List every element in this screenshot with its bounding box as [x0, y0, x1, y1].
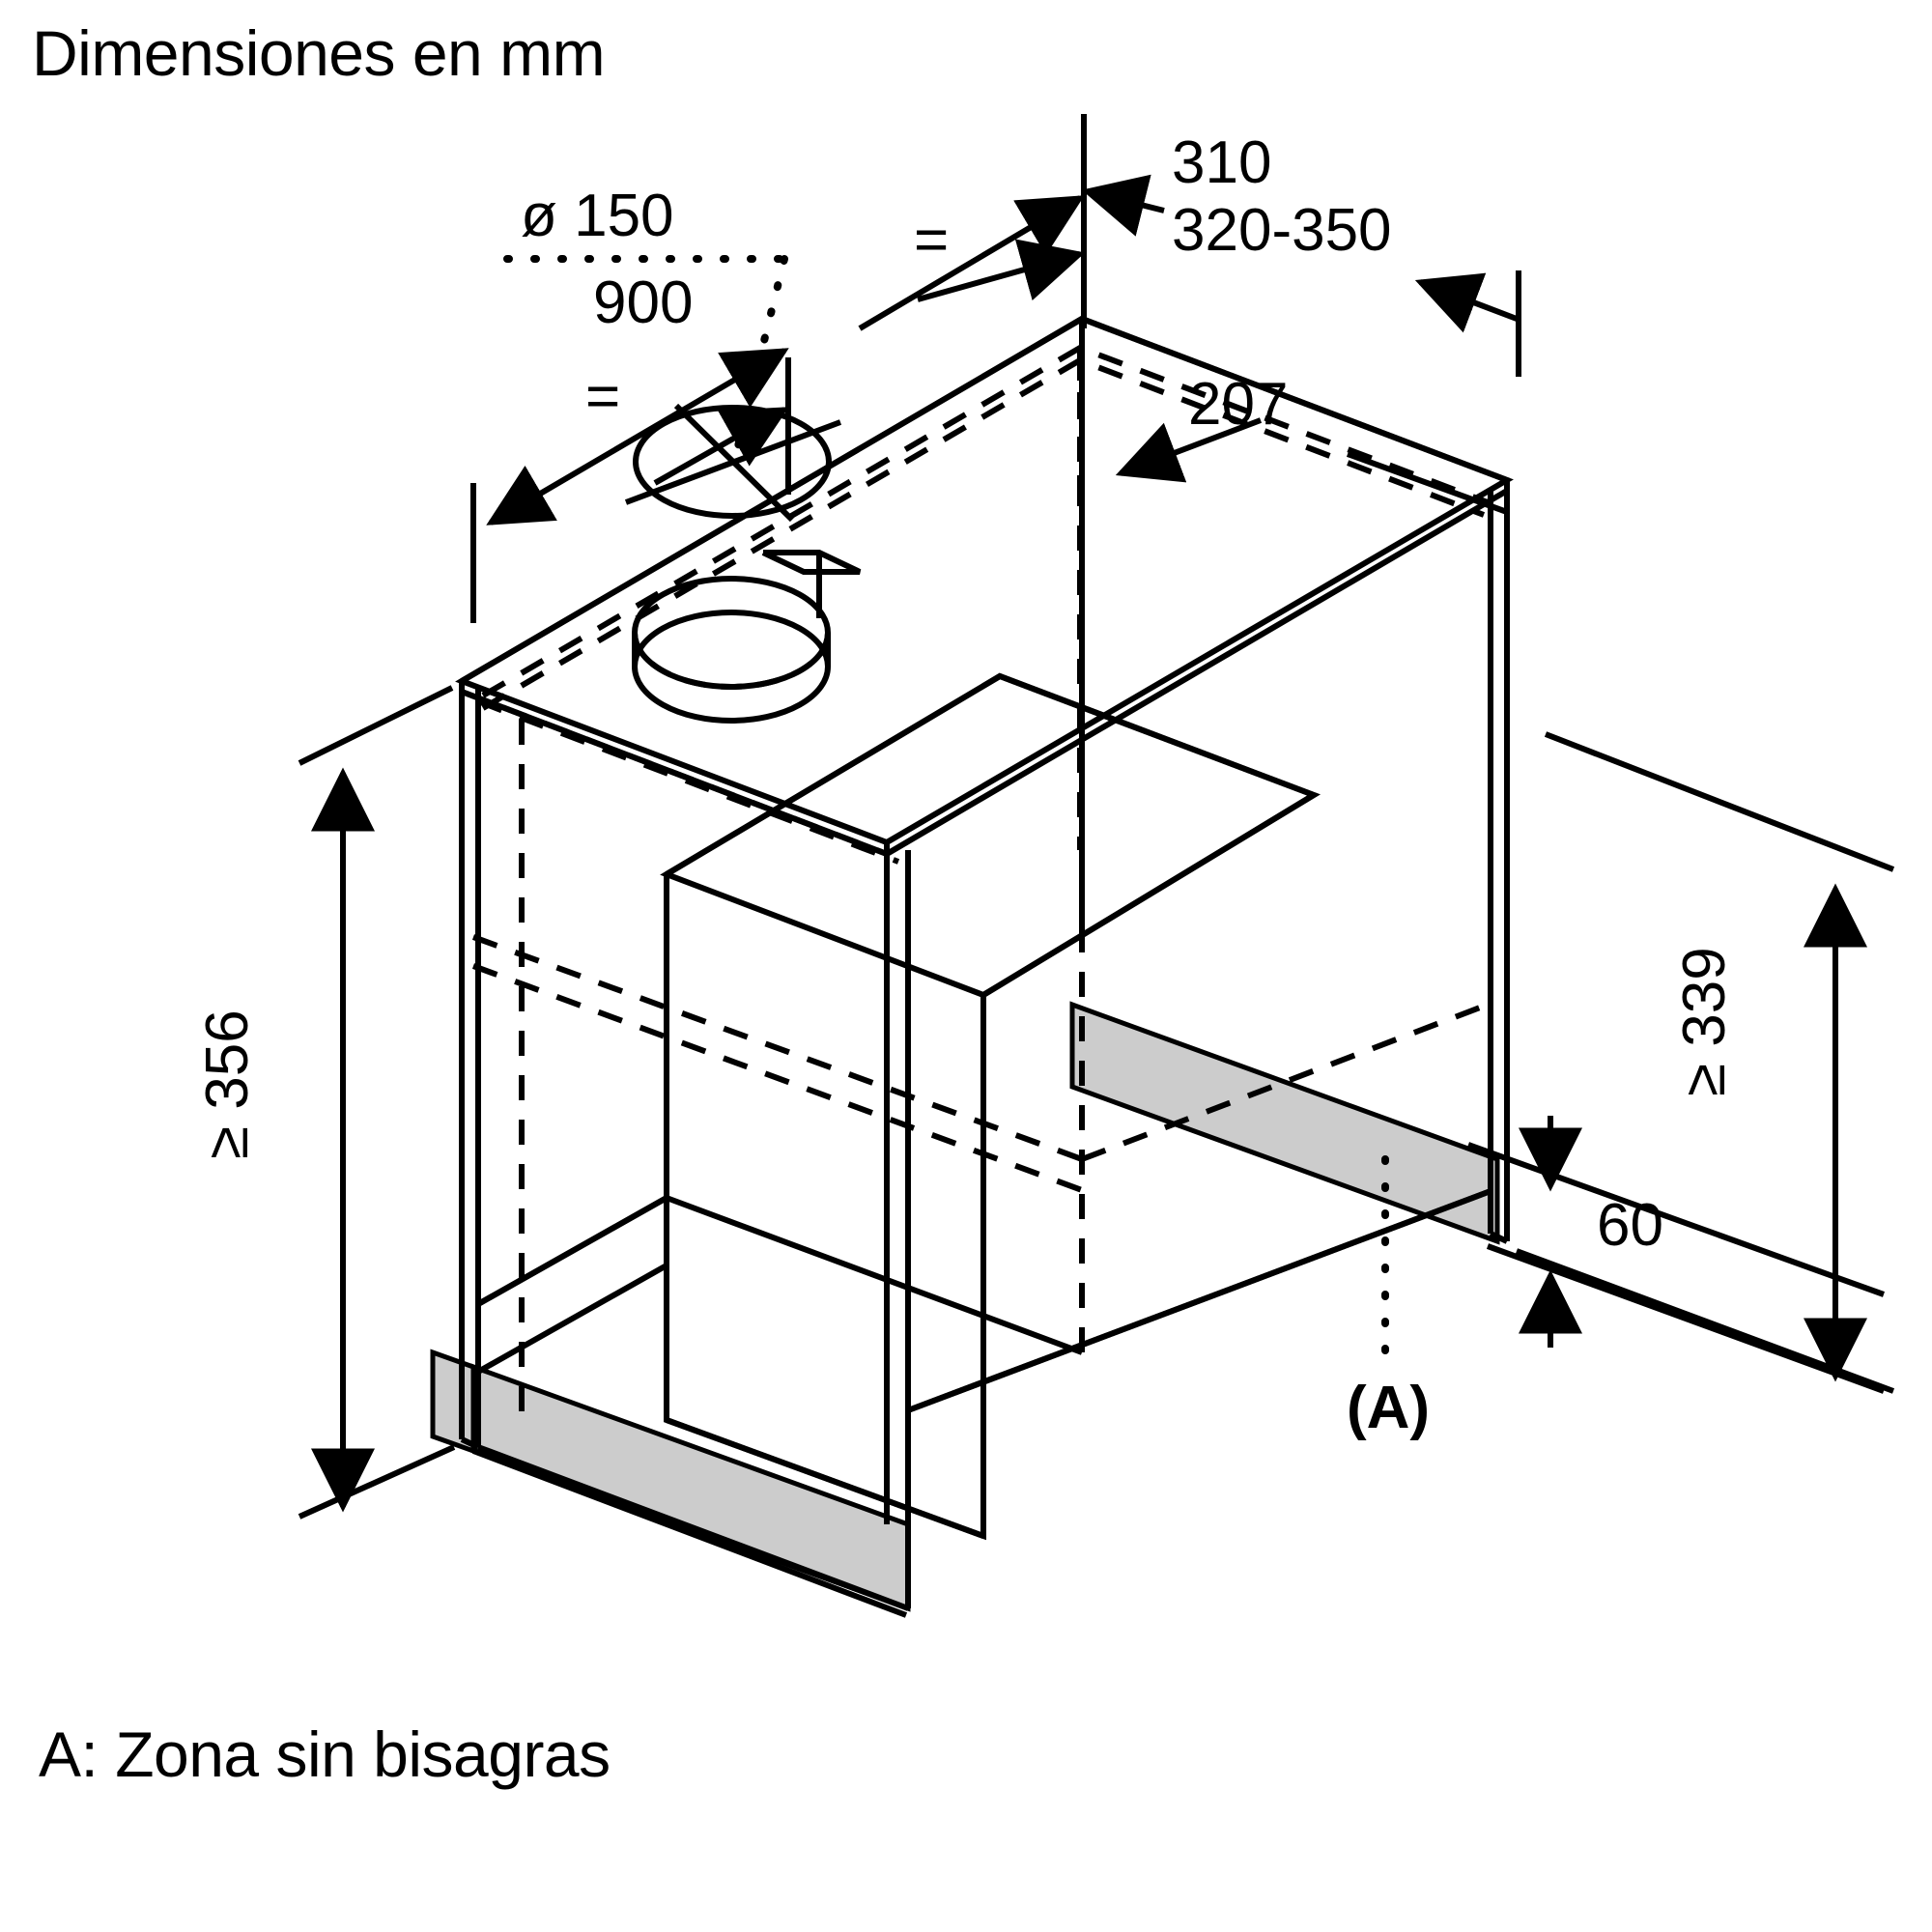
hidden-left-diagonal [460, 689, 889, 857]
dimension-front-depth: 310 [1172, 129, 1272, 196]
dim-356-ext-top [298, 685, 454, 766]
zone-a-panel-bottom [470, 1363, 911, 1612]
hidden-cavity-right [1080, 1002, 1490, 1162]
dimension-cabinet-inner-height: ≥ 356 [194, 1009, 261, 1159]
zone-a-panel-bottom-return [430, 1349, 476, 1455]
hood-body-front-bottom [665, 1417, 985, 1539]
dimension-cabinet-width: 900 [593, 270, 694, 336]
inner-opening-front [665, 672, 1321, 998]
dim-60-ext-bottom [1486, 1243, 1886, 1394]
hidden-edges-dashed [460, 344, 1490, 1420]
dim-900-right-lower [917, 239, 1086, 302]
dimension-duct-offset: 207 [1188, 371, 1289, 438]
cavity-floor-edge-b [476, 1195, 668, 1307]
dim-207-arrow [1115, 417, 1263, 483]
dim-320350-line [1414, 272, 1519, 333]
dim-900-line [486, 348, 789, 526]
dimension-duct-diameter: ø 150 [521, 183, 674, 249]
hidden-back-shelf [471, 934, 1084, 1162]
cabinet-floor-right-edge [906, 1188, 1492, 1413]
page-title: Dimensiones en mm [32, 17, 606, 89]
hidden-left-diagonal-2 [476, 698, 900, 865]
dim-356-ext-bottom [298, 1444, 456, 1520]
cabinet-front-bottom-rail [476, 1444, 910, 1611]
legend-footnote: A: Zona sin bisagras [39, 1719, 611, 1790]
equal-mark-left: = [585, 363, 621, 430]
duct-ring-inner [632, 610, 831, 724]
dim-60-ext-top [1466, 1142, 1886, 1297]
dimension-opening-height: ≥ 339 [1671, 947, 1738, 1096]
duct-mount-tab [761, 550, 862, 575]
dimension-lines [298, 114, 1895, 1520]
cavity-floor-edge [665, 1195, 1084, 1355]
cabinet-bottom-left-corner [460, 1436, 480, 1450]
dimension-panel-height: 60 [1597, 1192, 1663, 1259]
dim-339-ext-top [1544, 731, 1895, 872]
hood-top-face [660, 672, 1321, 999]
cavity-floor [476, 1192, 669, 1375]
cabinet-right-bottom-cap [1489, 1231, 1509, 1244]
dimension-depth-range: 320-350 [1172, 197, 1392, 264]
zone-a-panel-right [1069, 1001, 1500, 1245]
zone-a-callout: (A) [1347, 1375, 1431, 1441]
dim-207-leader [1346, 451, 1509, 515]
cabinet-front-bottom-rail-lower [471, 1448, 908, 1618]
dim-310-line [1081, 174, 1165, 237]
dim-900-right-half [858, 195, 1085, 331]
dim-900-split-line [653, 407, 789, 486]
equal-mark-right: = [914, 207, 950, 273]
duct-ring-hidden-path [632, 632, 831, 690]
hidden-back-shelf-2 [471, 963, 1084, 1193]
cabinet-inner-structure [476, 672, 1321, 1541]
duct-ring-hidden-arc [632, 632, 831, 690]
